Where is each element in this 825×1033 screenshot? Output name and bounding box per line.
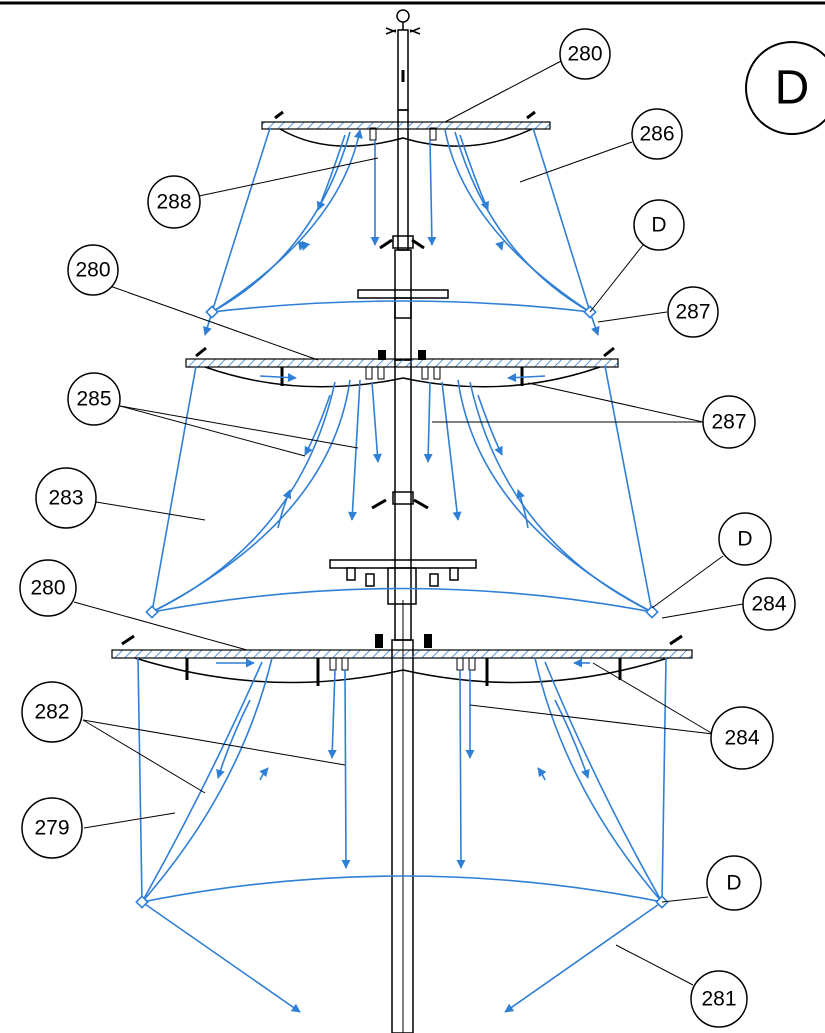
callout-d-lower: D [706, 855, 762, 911]
svg-text:284: 284 [751, 593, 786, 616]
callout-280-top: 280 [559, 28, 611, 80]
yard-middle [185, 346, 619, 388]
callout-287-lower: 287 [702, 395, 756, 449]
callout-281: 281 [690, 970, 748, 1028]
callout-285: 285 [67, 372, 121, 426]
leader-lines [73, 59, 744, 986]
callout-280-lower: 280 [19, 559, 77, 617]
svg-text:286: 286 [639, 123, 674, 146]
rigging-lines [135, 127, 669, 1013]
callout-280-middle: 280 [67, 244, 119, 296]
svg-text:287: 287 [711, 411, 746, 434]
callout-284-lower: 284 [710, 706, 774, 770]
svg-text:D: D [737, 528, 752, 551]
svg-text:287: 287 [675, 301, 710, 324]
svg-text:280: 280 [567, 43, 602, 66]
svg-text:D: D [651, 214, 666, 237]
svg-text:D: D [726, 872, 741, 895]
svg-text:282: 282 [34, 701, 69, 724]
callout-287-upper: 287 [667, 286, 719, 338]
callout-d-middle: D [718, 512, 772, 566]
callout-279: 279 [21, 797, 83, 859]
svg-text:280: 280 [75, 259, 110, 282]
callout-284-upper: 284 [742, 577, 796, 631]
callout-288: 288 [147, 175, 201, 229]
svg-text:288: 288 [156, 191, 191, 214]
callout-d-upper: D [633, 199, 685, 251]
svg-text:D: D [775, 62, 810, 115]
svg-text:279: 279 [34, 817, 69, 840]
yard-lower [111, 634, 693, 686]
callout-283: 283 [35, 467, 97, 529]
svg-text:285: 285 [76, 388, 111, 411]
callout-282: 282 [21, 681, 83, 743]
callout-286: 286 [631, 108, 683, 160]
svg-text:280: 280 [30, 577, 65, 600]
yard-top [261, 110, 551, 147]
svg-text:281: 281 [701, 988, 736, 1011]
svg-text:283: 283 [48, 487, 83, 510]
mast [329, 9, 477, 1033]
section-marker: D [745, 41, 825, 135]
svg-text:284: 284 [724, 727, 759, 750]
